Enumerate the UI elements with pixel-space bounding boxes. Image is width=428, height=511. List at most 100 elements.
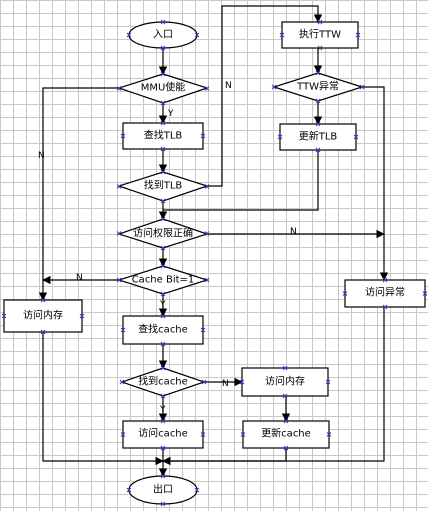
connection-point-marker	[382, 304, 388, 310]
mmu-enable-label: MMU使能	[141, 81, 186, 94]
connection-point-marker	[317, 45, 323, 51]
edge-update-tlb-to-access	[163, 150, 319, 211]
connection-point-marker	[160, 245, 166, 251]
exit-label: 出口	[153, 483, 173, 496]
update-cache-label: 更新cache	[261, 427, 311, 440]
connection-point-marker	[160, 120, 166, 126]
lookup-cache-label: 查找cache	[138, 323, 188, 336]
connection-point-marker	[201, 379, 207, 385]
node-update-cache[interactable]: 更新cache	[242, 420, 330, 449]
access-memory-left-label: 访问内存	[23, 309, 63, 322]
connection-point-marker	[315, 121, 321, 127]
connection-point-marker	[116, 86, 122, 91]
label-cache-bit-no: N	[76, 273, 83, 283]
connection-point-marker	[204, 231, 210, 236]
edge-update-cache-to-exit	[162, 448, 287, 466]
connection-point-marker	[353, 134, 359, 140]
connection-point-marker	[283, 445, 289, 451]
connectors	[38, 5, 389, 477]
connection-point-marker	[240, 432, 246, 437]
connection-point-marker	[160, 146, 166, 152]
node-access-memory-right[interactable]: 访问内存	[241, 367, 329, 397]
connection-point-marker	[315, 98, 321, 104]
connection-point-marker	[160, 198, 166, 204]
connection-point-marker	[239, 379, 245, 385]
node-access-memory-left[interactable]: 访问内存	[3, 299, 83, 333]
node-exit[interactable]: 出口	[128, 475, 198, 505]
update-tlb-label: 更新TLB	[299, 130, 338, 143]
connection-point-marker	[200, 327, 206, 333]
lookup-tlb-label: 查找TLB	[144, 129, 183, 142]
edge-tlb-no-to-ttw	[207, 5, 323, 187]
node-entry[interactable]: 入口	[128, 21, 198, 49]
label-tlb-no: N	[225, 81, 232, 91]
connection-point-marker	[279, 32, 285, 38]
connection-point-marker	[422, 291, 428, 296]
edge-mmu-no-to-memory	[38, 87, 123, 301]
connection-point-marker	[282, 365, 288, 371]
connection-point-marker	[204, 86, 210, 91]
connection-point-markers	[1, 19, 428, 507]
connection-point-marker	[116, 231, 122, 236]
edge-memory-left-to-exit	[42, 332, 164, 466]
connection-point-marker	[160, 263, 166, 269]
connection-point-marker	[160, 19, 166, 25]
connection-point-marker	[160, 418, 166, 424]
access-check-label: 访问权限正确	[133, 227, 193, 240]
node-cache-bit[interactable]: Cache Bit=1	[117, 265, 209, 295]
update-tlb-process-shape	[279, 123, 357, 151]
connection-point-marker	[160, 216, 166, 222]
run-ttw-label: 执行TTW	[299, 28, 341, 41]
connection-point-marker	[194, 487, 200, 493]
connection-point-marker	[119, 379, 125, 385]
connection-point-marker	[160, 445, 166, 451]
connection-point-marker	[359, 84, 365, 90]
node-mmu-enable[interactable]: MMU使能	[117, 73, 209, 104]
label-cache-found-no: N	[222, 379, 229, 389]
node-cache-found[interactable]: 找到cache	[120, 367, 206, 397]
access-exception-label: 访问异常	[365, 286, 405, 299]
connection-point-marker	[355, 32, 361, 38]
label-access-no: N	[290, 227, 297, 237]
edge-labels: Y N N N N Y N Y	[38, 81, 297, 415]
edge-ttw-exception-to-access-exception	[362, 86, 389, 281]
connection-point-marker	[160, 100, 166, 106]
connection-point-marker	[120, 432, 126, 437]
node-ttw-exception[interactable]: TTW异常	[272, 72, 364, 102]
connection-point-marker	[326, 432, 332, 437]
connection-point-marker	[160, 71, 166, 77]
connection-point-marker	[200, 133, 206, 139]
node-lookup-tlb[interactable]: 查找TLB	[122, 122, 204, 150]
connection-point-marker	[204, 277, 210, 283]
connection-point-marker	[160, 45, 166, 51]
connection-point-marker	[160, 313, 166, 319]
node-update-tlb[interactable]: 更新TLB	[279, 123, 357, 151]
connection-point-marker	[116, 277, 122, 283]
connection-point-marker	[160, 473, 166, 479]
node-run-ttw[interactable]: 执行TTW	[281, 21, 359, 49]
node-lookup-cache[interactable]: 查找cache	[122, 315, 204, 345]
label-cache-found-yes: Y	[159, 405, 166, 415]
node-access-check[interactable]: 访问权限正确	[117, 218, 209, 249]
access-cache-label: 访问cache	[138, 427, 188, 440]
connection-point-marker	[160, 169, 166, 175]
connection-point-marker	[342, 291, 348, 296]
label-cache-bit-yes: Y	[159, 300, 166, 310]
connection-point-marker	[160, 501, 166, 507]
access-memory-right-label: 访问内存	[265, 375, 305, 388]
connection-point-marker	[282, 393, 288, 399]
node-tlb-found[interactable]: 找到TLB	[117, 171, 209, 202]
connection-point-marker	[126, 32, 132, 38]
connection-point-marker	[40, 297, 46, 303]
node-access-cache[interactable]: 访问cache	[122, 420, 204, 449]
connection-point-marker	[120, 327, 126, 333]
connection-point-marker	[160, 341, 166, 347]
node-access-exception[interactable]: 访问异常	[344, 279, 426, 308]
connection-point-marker	[160, 393, 166, 399]
connection-point-marker	[315, 147, 321, 153]
connection-point-marker	[277, 134, 283, 140]
connection-point-marker	[160, 365, 166, 371]
connection-point-marker	[1, 313, 7, 319]
connection-point-marker	[315, 70, 321, 76]
